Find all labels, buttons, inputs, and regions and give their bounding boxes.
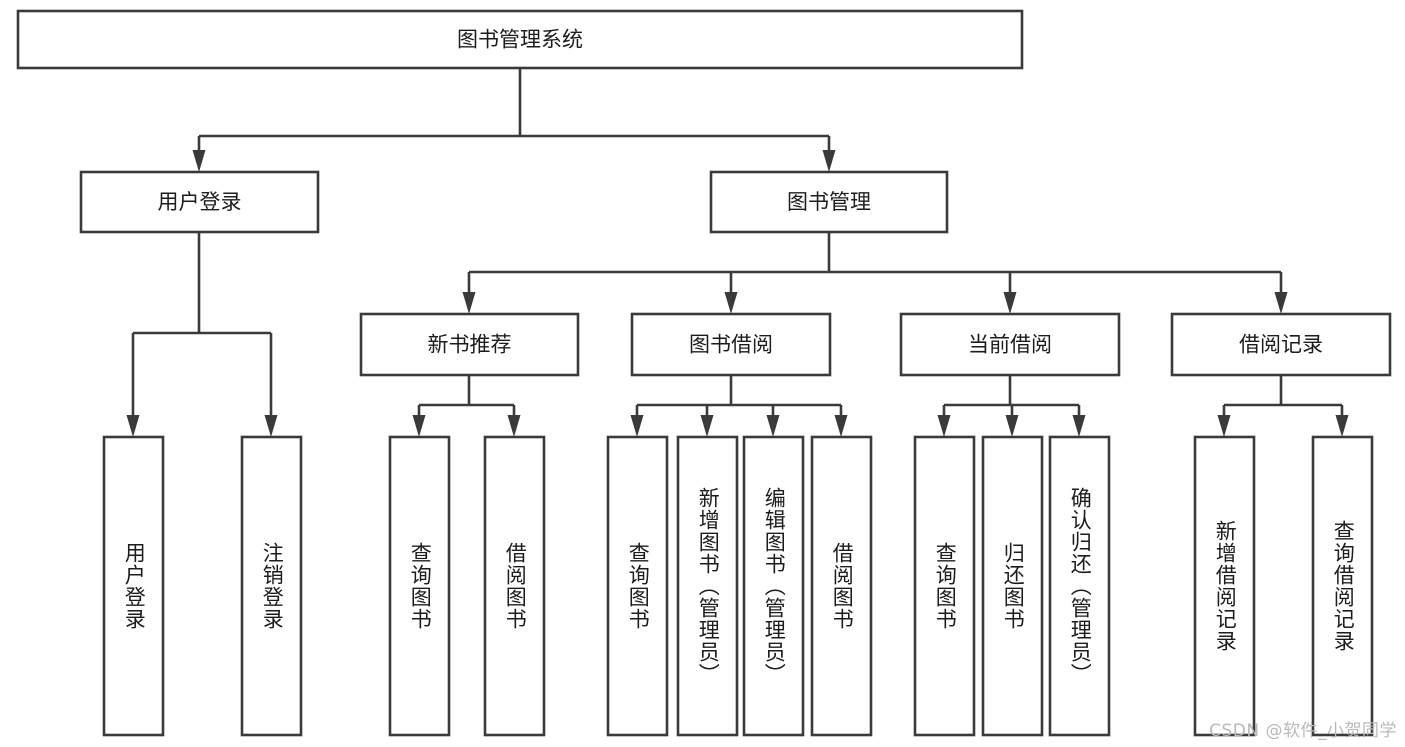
node-box-borrow-record[interactable] — [1170, 312, 1392, 377]
node-leaf-query-book-borrow[interactable]: 查询图书 — [606, 435, 669, 737]
node-label-wrap-leaf-add-book-admin: 新增图书（管理员） — [696, 487, 721, 685]
node-label-leaf-borrow-book-recommend: 借阅图书 — [503, 542, 528, 630]
node-label-wrap-leaf-return-book: 归还图书 — [1001, 542, 1026, 630]
arrow-head-icon — [462, 292, 476, 314]
watermark-label: CSDN @软件_小贺同学 — [1209, 721, 1397, 741]
arrow-head-icon — [126, 415, 140, 437]
arrow-head-icon — [766, 415, 780, 437]
arrow-head-icon — [724, 292, 738, 314]
node-label-wrap-leaf-borrow-book-recommend: 借阅图书 — [503, 542, 528, 630]
node-box-new-book-recommend[interactable] — [359, 312, 580, 377]
node-current-borrow[interactable]: 当前借阅 — [899, 312, 1121, 377]
node-box-root[interactable] — [16, 9, 1024, 70]
arrow-head-icon — [1003, 292, 1017, 314]
node-label-leaf-add-borrow-record: 新增借阅记录 — [1213, 520, 1238, 652]
arrow-head-icon — [630, 415, 644, 437]
node-user-login[interactable]: 用户登录 — [79, 170, 320, 234]
node-new-book-recommend[interactable]: 新书推荐 — [359, 312, 580, 377]
arrow-head-icon — [1217, 415, 1231, 437]
node-label-leaf-logout: 注销登录 — [260, 542, 285, 630]
node-label-wrap-leaf-query-book-recommend: 查询图书 — [408, 542, 433, 630]
node-label-wrap-leaf-user-login: 用户登录 — [122, 542, 147, 630]
arrow-head-icon — [1274, 292, 1288, 314]
node-label-leaf-add-book-admin: 新增图书（管理员） — [696, 487, 721, 685]
node-label-wrap-leaf-logout: 注销登录 — [260, 542, 285, 630]
node-box-leaf-add-book-admin[interactable] — [676, 435, 739, 737]
node-label-wrap-leaf-confirm-return-admin: 确认归还（管理员） — [1068, 487, 1093, 685]
node-box-book-borrow[interactable] — [630, 312, 832, 377]
node-label-borrow-record: 借阅记录 — [1239, 333, 1323, 357]
node-label-wrap-leaf-edit-book-admin: 编辑图书（管理员） — [762, 487, 787, 685]
arrow-head-icon — [412, 415, 426, 437]
node-label-wrap-leaf-borrow-book: 借阅图书 — [830, 542, 855, 630]
node-box-leaf-logout[interactable] — [240, 435, 303, 737]
arrow-head-icon — [507, 415, 521, 437]
arrow-head-icon — [192, 150, 206, 172]
node-box-leaf-query-book-recommend[interactable] — [388, 435, 451, 737]
arrow-head-icon — [834, 415, 848, 437]
node-label-new-book-recommend: 新书推荐 — [428, 333, 512, 357]
node-leaf-confirm-return-admin[interactable]: 确认归还（管理员） — [1048, 435, 1111, 737]
node-leaf-query-book-current[interactable]: 查询图书 — [913, 435, 976, 737]
node-leaf-logout[interactable]: 注销登录 — [240, 435, 303, 737]
node-label-leaf-query-book-recommend: 查询图书 — [408, 542, 433, 630]
node-leaf-query-book-recommend[interactable]: 查询图书 — [388, 435, 451, 737]
node-box-leaf-borrow-book[interactable] — [810, 435, 873, 737]
arrow-head-icon — [700, 415, 714, 437]
node-label-root: 图书管理系统 — [457, 28, 583, 52]
arrow-head-icon — [822, 150, 836, 172]
node-label-user-login: 用户登录 — [158, 190, 242, 214]
node-box-current-borrow[interactable] — [899, 312, 1121, 377]
node-box-leaf-return-book[interactable] — [981, 435, 1044, 737]
node-borrow-record[interactable]: 借阅记录 — [1170, 312, 1392, 377]
node-box-leaf-add-borrow-record[interactable] — [1193, 435, 1256, 737]
node-box-leaf-confirm-return-admin[interactable] — [1048, 435, 1111, 737]
node-leaf-borrow-book[interactable]: 借阅图书 — [810, 435, 873, 737]
node-layer: 图书管理系统用户登录图书管理新书推荐图书借阅当前借阅借阅记录用户登录注销登录查询… — [16, 9, 1392, 737]
node-box-user-login[interactable] — [79, 170, 320, 234]
node-box-leaf-query-borrow-record[interactable] — [1311, 435, 1374, 737]
node-label-leaf-query-borrow-record: 查询借阅记录 — [1331, 520, 1356, 652]
node-label-leaf-borrow-book: 借阅图书 — [830, 542, 855, 630]
node-label-wrap-leaf-query-book-borrow: 查询图书 — [626, 542, 651, 630]
node-box-leaf-borrow-book-recommend[interactable] — [483, 435, 546, 737]
node-leaf-return-book[interactable]: 归还图书 — [981, 435, 1044, 737]
node-book-borrow[interactable]: 图书借阅 — [630, 312, 832, 377]
node-box-leaf-query-book-current[interactable] — [913, 435, 976, 737]
arrow-head-icon — [1072, 415, 1086, 437]
node-leaf-user-login[interactable]: 用户登录 — [102, 435, 165, 737]
node-label-leaf-query-book-borrow: 查询图书 — [626, 542, 651, 630]
node-label-book-borrow: 图书借阅 — [689, 333, 773, 357]
node-label-leaf-edit-book-admin: 编辑图书（管理员） — [762, 487, 787, 685]
node-box-leaf-user-login[interactable] — [102, 435, 165, 737]
node-label-book-management: 图书管理 — [787, 190, 871, 214]
arrow-head-icon — [1005, 415, 1019, 437]
node-label-leaf-user-login: 用户登录 — [122, 542, 147, 630]
node-root[interactable]: 图书管理系统 — [16, 9, 1024, 70]
node-label-leaf-return-book: 归还图书 — [1001, 542, 1026, 630]
node-box-leaf-query-book-borrow[interactable] — [606, 435, 669, 737]
node-label-wrap-leaf-query-book-current: 查询图书 — [933, 542, 958, 630]
arrow-head-icon — [264, 415, 278, 437]
node-book-management[interactable]: 图书管理 — [709, 170, 949, 234]
arrow-head-icon — [937, 415, 951, 437]
arrow-head-icon — [1335, 415, 1349, 437]
node-box-book-management[interactable] — [709, 170, 949, 234]
connector-layer — [126, 68, 1349, 437]
node-leaf-query-borrow-record[interactable]: 查询借阅记录 — [1311, 435, 1374, 737]
node-leaf-add-borrow-record[interactable]: 新增借阅记录 — [1193, 435, 1256, 737]
node-label-leaf-query-book-current: 查询图书 — [933, 542, 958, 630]
node-label-wrap-leaf-add-borrow-record: 新增借阅记录 — [1213, 520, 1238, 652]
node-label-current-borrow: 当前借阅 — [968, 333, 1052, 357]
node-box-leaf-edit-book-admin[interactable] — [742, 435, 805, 737]
node-leaf-borrow-book-recommend[interactable]: 借阅图书 — [483, 435, 546, 737]
node-leaf-add-book-admin[interactable]: 新增图书（管理员） — [676, 435, 739, 737]
node-label-wrap-leaf-query-borrow-record: 查询借阅记录 — [1331, 520, 1356, 652]
node-leaf-edit-book-admin[interactable]: 编辑图书（管理员） — [742, 435, 805, 737]
node-label-leaf-confirm-return-admin: 确认归还（管理员） — [1068, 487, 1093, 685]
